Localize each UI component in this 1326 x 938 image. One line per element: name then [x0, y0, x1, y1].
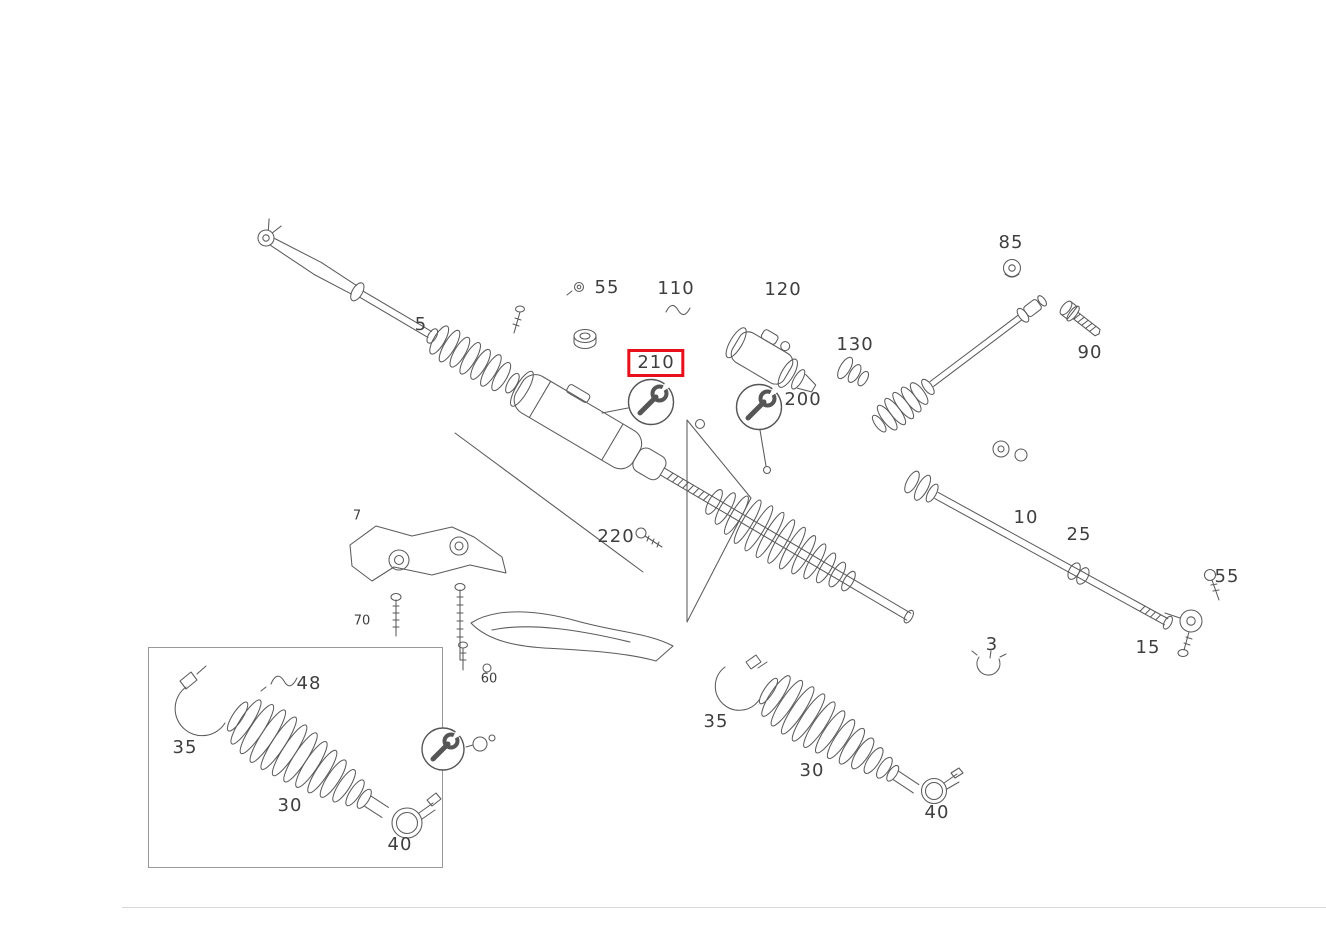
part-label-90[interactable]: 90 — [1077, 342, 1103, 363]
outline-line — [454, 432, 644, 573]
inset-small-part — [465, 734, 496, 752]
bolt-220 — [635, 527, 663, 548]
part-label-5[interactable]: 5 — [414, 314, 428, 335]
wrench-icon-inset[interactable] — [421, 727, 465, 771]
part-label-60[interactable]: 60 — [480, 671, 498, 687]
clamp-35-inset — [174, 665, 226, 737]
part-label-120[interactable]: 120 — [764, 279, 802, 300]
mounting-bracket — [349, 525, 507, 661]
part-label-30-mid[interactable]: 30 — [799, 760, 825, 781]
clamp-35-mid — [714, 654, 768, 711]
part-label-10[interactable]: 10 — [1013, 507, 1039, 528]
ring-stack-130 — [837, 356, 870, 387]
part-label-220[interactable]: 220 — [597, 526, 635, 547]
clamp-40-inset — [391, 792, 442, 839]
part-label-40-inset[interactable]: 40 — [387, 834, 413, 855]
part-label-40-mid[interactable]: 40 — [924, 802, 950, 823]
part-label-200[interactable]: 200 — [784, 389, 822, 410]
leader-dot — [762, 465, 772, 475]
tie-rod-end-15 — [1164, 609, 1203, 658]
nut-55-right — [1203, 568, 1220, 601]
part-label-48[interactable]: 48 — [296, 673, 322, 694]
clamp-40-mid — [920, 767, 964, 805]
washer-set-55 — [566, 281, 597, 349]
part-label-35-inset[interactable]: 35 — [172, 737, 198, 758]
clip-48-icon — [260, 675, 298, 692]
nut-85 — [1002, 258, 1022, 278]
part-label-15[interactable]: 15 — [1135, 637, 1161, 658]
part-label-210[interactable]: 210 — [627, 349, 685, 377]
steering-gear-main-assembly — [257, 218, 914, 624]
leader-lines — [601, 407, 767, 467]
part-label-35-mid[interactable]: 35 — [703, 711, 729, 732]
spacer-ring — [694, 418, 706, 430]
part-label-7[interactable]: 7 — [352, 508, 362, 524]
part-label-25[interactable]: 25 — [1066, 524, 1092, 545]
small-bolt — [512, 305, 526, 334]
wrench-icon-210[interactable] — [627, 378, 675, 426]
steering-valve-unit — [725, 327, 817, 393]
washer-pair — [992, 440, 1028, 462]
part-label-130[interactable]: 130 — [836, 334, 874, 355]
part-label-110[interactable]: 110 — [657, 278, 695, 299]
heat-shield — [457, 611, 674, 673]
wrench-icon-200[interactable] — [735, 383, 783, 431]
part-label-55-top[interactable]: 55 — [594, 277, 620, 298]
boot-30-inset — [226, 699, 390, 818]
clamp-3 — [971, 650, 1007, 676]
part-label-70[interactable]: 70 — [353, 613, 371, 629]
tie-rod-upper-right — [871, 295, 1047, 433]
part-label-85[interactable]: 85 — [998, 232, 1024, 253]
bolt-90 — [1059, 300, 1101, 337]
tie-rod-inner-right — [904, 470, 1173, 630]
part-label-30-inset[interactable]: 30 — [277, 795, 303, 816]
retaining-clip-110 — [665, 304, 691, 316]
boot-30-mid — [758, 675, 920, 794]
part-label-3[interactable]: 3 — [985, 634, 999, 655]
part-label-55-right[interactable]: 55 — [1214, 566, 1240, 587]
bottom-divider — [122, 907, 1326, 908]
pointer-wedge — [686, 419, 752, 623]
